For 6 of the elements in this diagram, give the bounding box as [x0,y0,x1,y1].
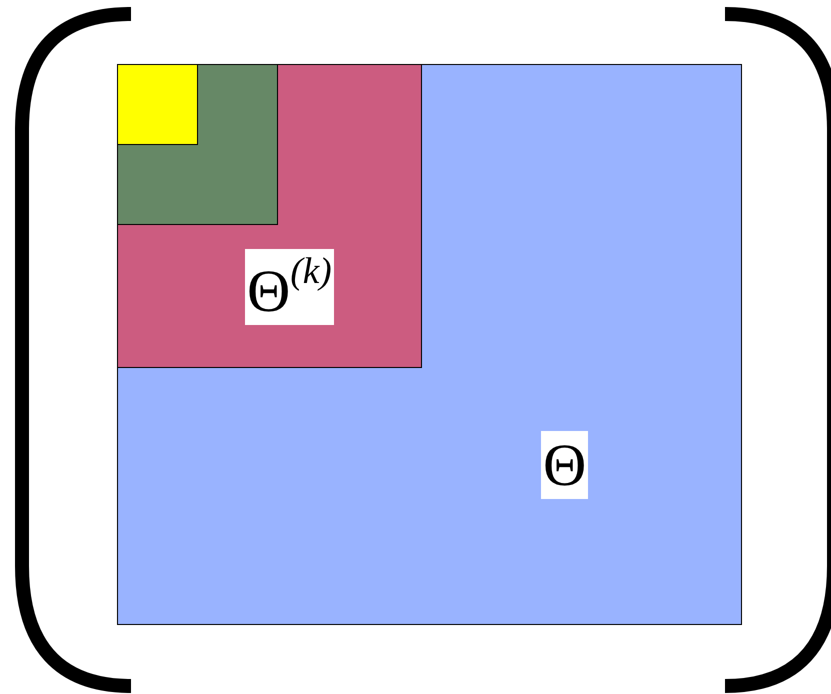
subset-region [117,64,198,145]
math-label: Θ$^{(k)}$ [245,249,334,325]
subset-region [117,64,422,368]
parameter-region [117,64,742,625]
math-label: Θ [541,431,588,499]
subset-region [117,64,278,225]
